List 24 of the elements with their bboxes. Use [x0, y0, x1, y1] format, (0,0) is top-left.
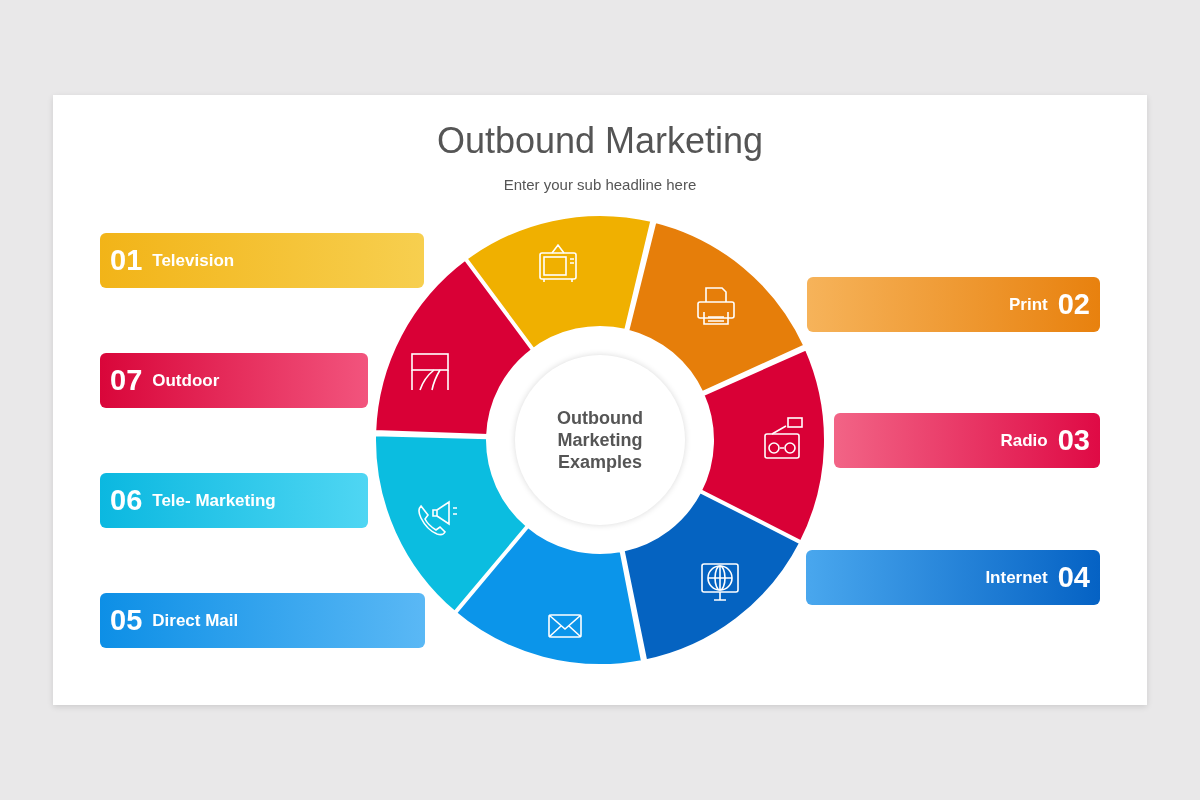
- step-number: 07: [110, 364, 143, 397]
- step-number: 04: [1057, 561, 1090, 594]
- label-bar: [805, 550, 1100, 605]
- label-bar: [100, 233, 425, 288]
- step-number: 05: [110, 604, 143, 637]
- bar-label: Direct Mail: [152, 610, 239, 631]
- step-number: 01: [110, 244, 143, 277]
- step-number: 03: [1057, 424, 1090, 457]
- label-bar: [100, 353, 369, 408]
- bar-label: Radio: [1000, 430, 1048, 451]
- bar-label: Internet: [985, 567, 1048, 588]
- title: Outbound Marketing: [436, 120, 764, 161]
- step-number: 02: [1057, 288, 1090, 321]
- label-bar: [834, 413, 1100, 468]
- bar-label: Tele- Marketing: [152, 490, 276, 511]
- bar-label: Outdoor: [152, 370, 220, 391]
- label-bar: [100, 473, 369, 528]
- subtitle: Enter your sub headline here: [503, 176, 697, 193]
- label-bar: [100, 593, 425, 648]
- bar-label: Television: [152, 250, 235, 271]
- bar-label: Print: [1009, 294, 1048, 315]
- center-label: Outbound Marketing Examples: [556, 407, 644, 473]
- label-bar: [806, 277, 1100, 332]
- step-number: 06: [110, 484, 143, 517]
